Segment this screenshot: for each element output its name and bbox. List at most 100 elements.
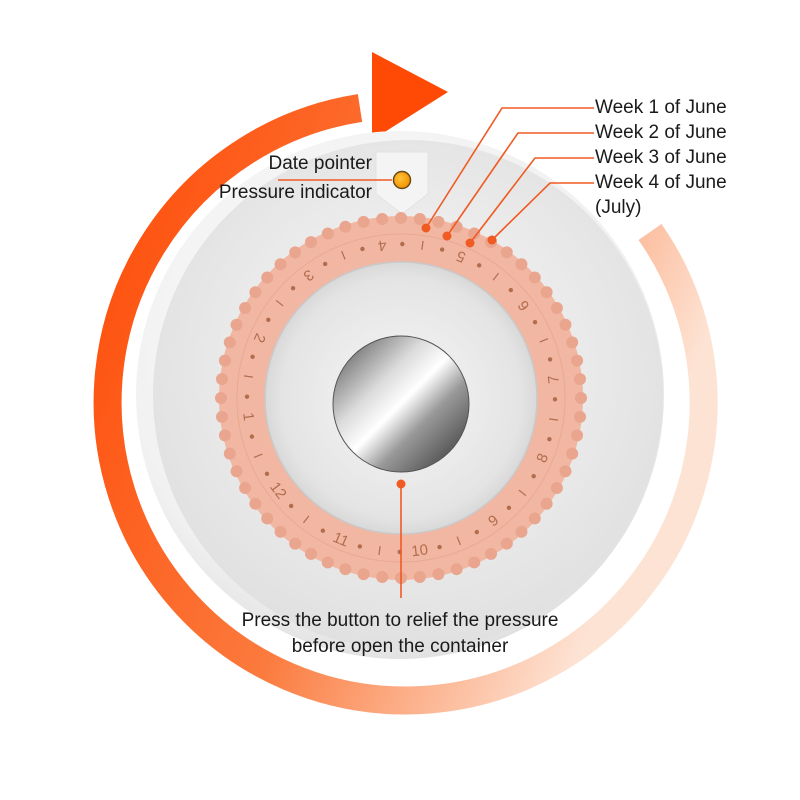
press-button-label-line2: before open the container (291, 636, 509, 657)
dial-tooth (413, 212, 426, 225)
dial-tooth (515, 525, 528, 538)
dial-tooth (289, 537, 302, 550)
week-4-label: Week 4 of June (595, 172, 727, 193)
dial-tooth (305, 547, 317, 560)
dial-tooth (261, 271, 274, 284)
dial-tooth (215, 392, 227, 404)
dial-dot (320, 528, 326, 533)
dial-tooth (571, 429, 584, 442)
dial-tooth (500, 537, 513, 550)
dial-dot (290, 285, 296, 291)
dial-tooth (500, 246, 513, 259)
dial-tooth (528, 271, 541, 284)
dial-dot (357, 544, 363, 549)
dial-tooth (274, 258, 287, 271)
dial-tooth (215, 373, 228, 386)
dial-tooth (574, 410, 587, 423)
dial-dot (531, 473, 536, 479)
dial-tooth (249, 497, 262, 510)
dial-tooth (239, 302, 252, 314)
dial-tooth (230, 318, 243, 331)
date-pointer-label: Date pointer (268, 153, 372, 174)
dial-tooth (218, 354, 231, 367)
dial-tooth (574, 373, 587, 386)
dial-tooth (450, 563, 463, 576)
dial-dot (547, 357, 553, 362)
dial-tooth (450, 220, 463, 233)
dial-dot (439, 247, 445, 252)
week-2-label: Week 2 of June (595, 122, 727, 143)
dial-dot (476, 263, 482, 268)
dial-tooth (218, 429, 231, 442)
dial-dot (250, 354, 255, 360)
dial-dot (360, 246, 365, 252)
dial-number: 11 (330, 529, 351, 551)
dial-tooth (528, 512, 541, 525)
dial-tooth (321, 556, 334, 569)
dial-tooth (566, 336, 579, 349)
dial-tick: I (454, 533, 463, 548)
dial-tick: I (241, 374, 256, 380)
dial-tooth (468, 556, 481, 569)
dial-tooth (566, 447, 579, 460)
dial-dot (474, 529, 480, 535)
dial-tooth (305, 236, 317, 249)
press-button-label-line1: Press the button to relief the pressure (241, 610, 559, 631)
dial-number: 7 (545, 374, 563, 384)
dial-tooth (413, 571, 426, 584)
dial-dot (266, 317, 271, 323)
dial-tooth (339, 220, 352, 233)
dial-tick: I (251, 451, 266, 460)
dial-tooth (550, 482, 563, 494)
dial-dot (547, 436, 552, 442)
dial-tooth (559, 318, 572, 331)
dial-tooth (540, 286, 553, 299)
week-3-label: Week 3 of June (595, 147, 727, 168)
dial-tooth (215, 410, 228, 423)
dial-dot (506, 505, 512, 511)
dial-tick: I (339, 248, 348, 263)
dial-tooth (395, 212, 407, 224)
dial-tooth (357, 568, 370, 581)
week-1-label: Week 1 of June (595, 97, 727, 118)
dial-tooth (540, 497, 553, 510)
dial-tooth (571, 354, 584, 367)
dial-dot (437, 544, 442, 550)
dial-number: 10 (410, 541, 429, 560)
dial-tooth (432, 568, 445, 581)
dial-tick: I (377, 543, 383, 558)
dial-tooth (289, 246, 302, 259)
circular-arrow-icon (93, 52, 718, 715)
dial-tooth (575, 392, 587, 404)
dial-tooth (321, 227, 334, 240)
dial-tooth (515, 258, 528, 271)
dial-tick: I (420, 238, 426, 253)
dial-tooth (223, 336, 236, 349)
pressure-indicator-label: Pressure indicator (218, 182, 372, 203)
dial-tooth (239, 482, 252, 494)
dial-tooth (261, 512, 274, 525)
release-button-icon[interactable] (333, 336, 469, 472)
dial-tooth (550, 302, 563, 314)
leader-dots (396, 223, 497, 489)
dial-dot (322, 261, 328, 267)
dial-dot (508, 287, 514, 293)
pressure-indicator-icon (392, 170, 412, 190)
dial-dot (244, 394, 250, 399)
july-label: (July) (595, 197, 642, 218)
dial-tick: I (536, 336, 551, 345)
dial-dot (400, 241, 405, 247)
dial-tooth (559, 465, 572, 478)
dial-tooth (468, 227, 481, 240)
dial-dot (249, 434, 255, 439)
dial-tooth (249, 286, 262, 299)
dial-number: 1 (239, 412, 257, 422)
dial-dot (552, 397, 558, 402)
dial-tooth (376, 212, 389, 225)
dial-tooth (339, 563, 352, 576)
dial-tooth (274, 525, 287, 538)
dial-tick: I (546, 417, 561, 423)
dial-tooth (485, 547, 497, 560)
dial-dot (288, 503, 294, 509)
